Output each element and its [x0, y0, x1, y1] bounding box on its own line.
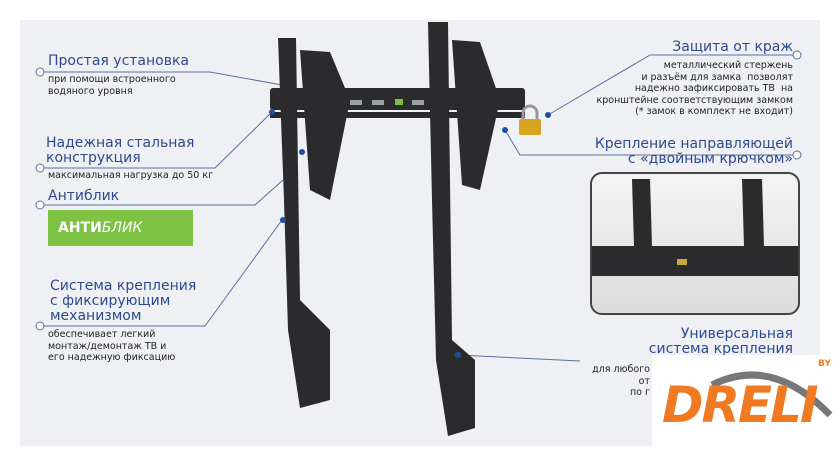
heading-steel: Надежная стальная конструкция	[46, 135, 195, 166]
logo-suffix: BY	[818, 359, 831, 369]
callout-circles	[35, 50, 802, 331]
callout-lines	[40, 54, 795, 362]
badge-italic: БЛИК	[101, 220, 143, 236]
sub-antitheft: металлический стержень и разъём для замк…	[596, 60, 793, 117]
heading-antitheft: Защита от краж	[672, 39, 793, 55]
dreli-logo: DRELI BY	[652, 355, 840, 464]
sub-easy-install: при помощи встроенного водяного уровня	[48, 74, 176, 97]
heading-locking: Система крепления с фиксирующим механизм…	[50, 278, 197, 324]
antiglare-badge: АНТИБЛИК	[48, 210, 193, 246]
heading-universal: Универсальная система крепления	[648, 326, 793, 357]
logo-text: DRELI	[662, 376, 819, 434]
sub-steel: максимальная нагрузка до 50 кг	[48, 170, 214, 181]
badge-bold: АНТИ	[58, 220, 102, 236]
bracket-right	[428, 22, 500, 436]
bracket-left	[278, 38, 350, 408]
rail-holes	[350, 99, 424, 105]
sub-universal: для любого от по г	[592, 364, 650, 398]
lock-icon	[519, 104, 541, 135]
sub-locking: обеспечивает легкий монтаж/демонтаж ТВ и…	[48, 329, 176, 363]
callout-dots	[269, 109, 551, 358]
double-hook-inset-photo	[590, 172, 800, 315]
heading-double-hook: Крепление направляющей с «двойным крючко…	[594, 136, 793, 167]
heading-antiglare: Антиблик	[48, 188, 120, 204]
heading-easy-install: Простая установка	[48, 53, 190, 69]
